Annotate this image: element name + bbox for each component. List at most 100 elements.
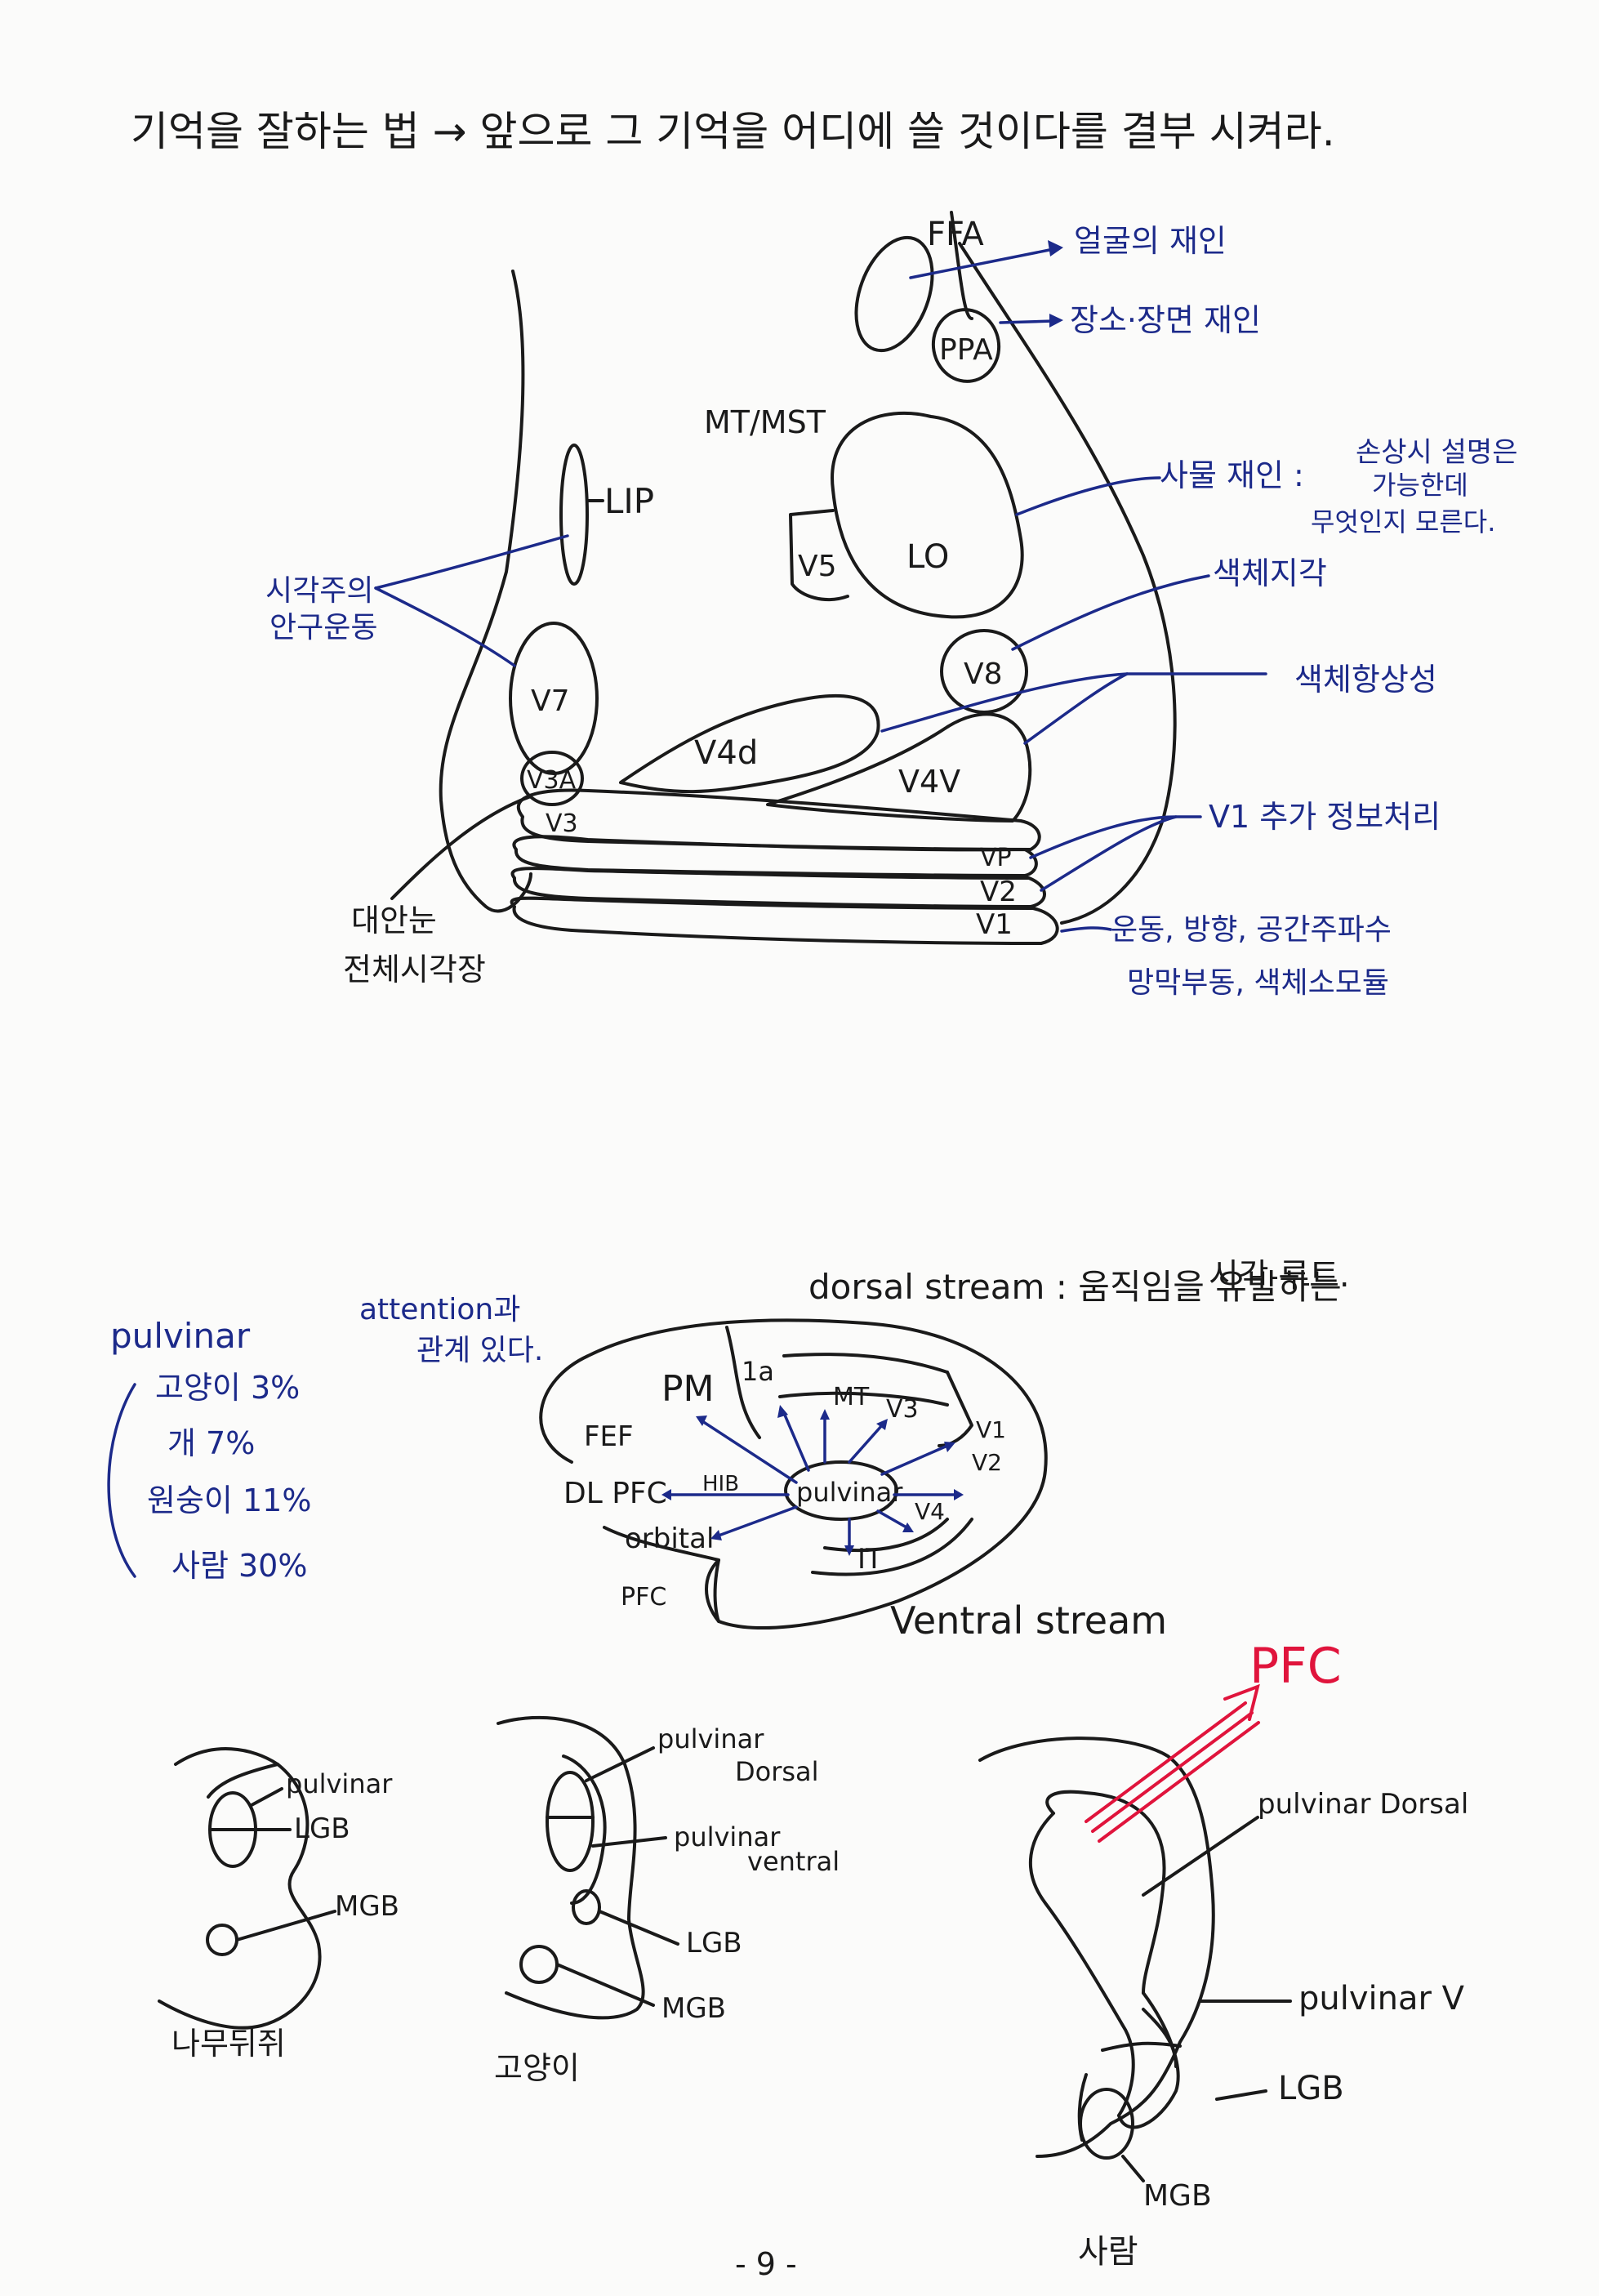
tree-shrew-lgb: LGB — [294, 1812, 350, 1845]
human-pulvinar-v: pulvinar V — [1298, 1980, 1465, 2017]
lo-note-1: 사물 재인 : — [1160, 457, 1304, 493]
v7-area — [509, 622, 599, 775]
human-pfc: PFC — [1249, 1638, 1342, 1695]
vp-note: V1 추가 정보처리 — [1209, 799, 1441, 835]
human-label: 사람 — [1078, 2233, 1138, 2271]
cat-lgb: LGB — [686, 1927, 742, 1959]
1a-label: 1a — [742, 1356, 774, 1387]
v3-note-1: 대안눈 — [351, 903, 437, 938]
thalamus-cat: pulvinar Dorsal pulvinar ventral LGB MGB… — [494, 1715, 840, 2086]
v2-brain-label: V2 — [972, 1449, 1002, 1476]
v7-label: V7 — [531, 684, 570, 718]
fef-label: FEF — [584, 1420, 634, 1453]
mt-mst-label: MT/MST — [704, 404, 826, 440]
v5-area — [789, 509, 849, 601]
pfc-projection-arrows — [1085, 1683, 1260, 1843]
v1-label: V1 — [976, 908, 1013, 941]
v3-note-2: 전체시각장 — [343, 952, 486, 988]
v5-label: V5 — [798, 550, 837, 583]
attention-note-1: attention과 — [359, 1293, 520, 1326]
v1-note-1: 운동, 방향, 공간주파수 — [1111, 913, 1392, 947]
attention-note-2: 관계 있다. — [416, 1334, 543, 1367]
page-number: - 9 - — [735, 2246, 797, 2282]
central-sulcus — [725, 1326, 761, 1439]
v1-band — [510, 896, 1059, 945]
v8-area — [940, 629, 1028, 714]
lip-note-1: 시각주의 — [265, 574, 373, 608]
v1-brain-label: V1 — [976, 1416, 1006, 1443]
v3-label: V3 — [546, 809, 578, 838]
ppa-label: PPA — [939, 333, 993, 367]
v2-label: V2 — [980, 876, 1017, 908]
v3-brain-label: V3 — [886, 1395, 919, 1424]
ffa-note: 얼굴의 재인 — [1074, 223, 1227, 259]
orbital-label: orbital — [625, 1522, 714, 1555]
pulvinar-row-dog: 개 7% — [167, 1425, 255, 1461]
cat-mgb: MGB — [661, 1992, 726, 2025]
ventral-stream-label: Ventral stream — [890, 1598, 1167, 1643]
pulvinar-node-label: pulvinar — [796, 1477, 903, 1508]
v1-note-2: 망막부동, 색체소모듈 — [1127, 966, 1389, 1000]
human-pulvinar-dorsal: pulvinar Dorsal — [1258, 1788, 1468, 1821]
thalamus-human: PFC pulvinar Dorsal pulvinar V LGB MGB 사… — [978, 1638, 1468, 2271]
v4-note: 색체항상성 — [1294, 662, 1437, 698]
dlpfc-label: DL PFC — [563, 1477, 667, 1510]
v4v-area — [766, 712, 1032, 823]
dorsal-stream-note-2: 시각 루트. — [1209, 1257, 1350, 1295]
lo-area — [831, 411, 1024, 619]
cat-ventral: ventral — [747, 1846, 840, 1877]
v8-label: V8 — [964, 658, 1003, 691]
v8-note: 색체지각 — [1213, 555, 1327, 591]
v2-band — [510, 867, 1046, 908]
it-label: IT — [857, 1543, 883, 1576]
tree-shrew-label: 나무뒤쥐 — [171, 2026, 286, 2062]
ffa-area — [854, 235, 934, 353]
pulvinar-row-cat: 고양이 3% — [155, 1370, 300, 1406]
v3-annotation: 대안눈 전체시각장 — [343, 795, 532, 988]
lo-note-3: 가능한데 — [1372, 470, 1468, 501]
cortex-left-outline — [439, 270, 532, 913]
mt-label: MT — [833, 1383, 870, 1411]
cat-dorsal: Dorsal — [735, 1756, 819, 1787]
pulvinar-node — [784, 1460, 898, 1521]
lo-label: LO — [906, 538, 949, 576]
cat-pulvinar-v: pulvinar — [674, 1821, 781, 1852]
tree-shrew-pulvinar: pulvinar — [286, 1768, 393, 1799]
v4v-label: V4V — [898, 764, 960, 800]
pulvinar-stats: pulvinar 고양이 3% 개 7% 원숭이 11% 사람 30% atte… — [107, 1257, 1350, 1643]
hib-label: HIB — [702, 1472, 739, 1496]
tree-shrew-mgb: MGB — [335, 1890, 399, 1923]
ppa-area — [931, 308, 1001, 383]
lip-note-2: 안구운동 — [269, 611, 377, 644]
v4-brain-label: V4 — [915, 1498, 945, 1525]
pulvinar-row-human: 사람 30% — [171, 1548, 307, 1584]
lip-label: LIP — [604, 481, 654, 521]
pulvinar-projections — [661, 1405, 964, 1556]
pulvinar-title: pulvinar — [110, 1316, 251, 1356]
thalamus-tree-shrew: pulvinar LGB MGB 나무뒤쥐 — [158, 1747, 399, 2062]
cat-pulvinar: pulvinar — [657, 1723, 764, 1754]
pm-label: PM — [661, 1368, 715, 1410]
ppa-note: 장소·장면 재인 — [1070, 302, 1261, 338]
human-mgb: MGB — [1143, 2179, 1212, 2213]
brain-outline — [539, 1318, 1048, 1629]
v3a-area — [520, 751, 584, 806]
visual-cortex-diagram: LIP V7 V3A FFA PPA MT/MST LO V5 V8 V4d V… — [439, 211, 1177, 945]
pfc-label: PFC — [621, 1583, 666, 1612]
dorsal-stream-note-1: dorsal stream : 움직임을 유발하는 — [808, 1267, 1342, 1307]
vp-label: VP — [980, 844, 1012, 872]
v4d-area — [619, 694, 880, 794]
v4d-label: V4d — [694, 734, 758, 772]
human-lgb: LGB — [1278, 2070, 1344, 2107]
cortex-right-outline — [958, 242, 1177, 925]
pulvinar-row-monkey: 원숭이 11% — [147, 1482, 311, 1518]
brain-lateral-diagram: pulvinar PM 1a FEF DL PFC orbital PFC MT… — [539, 1318, 1048, 1629]
visual-cortex-annotations: 얼굴의 재인 장소·장면 재인 사물 재인 : 손상시 설명은 가능한데 무엇인… — [265, 223, 1518, 1000]
lo-note-2: 손상시 설명은 — [1356, 436, 1518, 469]
cat-label: 고양이 — [494, 2050, 580, 2086]
page-heading: 기억을 잘하는 법 → 앞으로 그 기억을 어디에 쓸 것이다를 결부 시켜라. — [131, 108, 1335, 155]
lo-note-4: 무엇인지 모른다. — [1311, 506, 1495, 537]
lip-area — [559, 444, 589, 586]
